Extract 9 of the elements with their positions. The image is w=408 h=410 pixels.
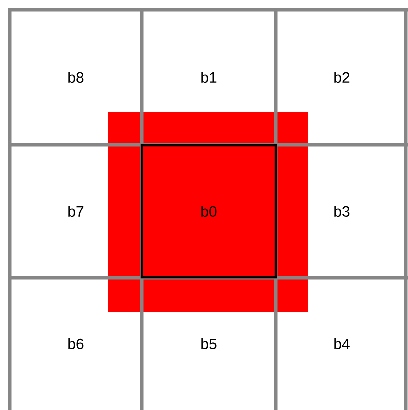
- grid-cell: b8: [68, 72, 84, 83]
- grid-cell: b2: [334, 72, 350, 83]
- grid-cell: b7: [68, 206, 84, 217]
- grid-cell: b5: [202, 338, 217, 350]
- grid-cell: b3: [334, 206, 350, 217]
- grid-cell: b1: [202, 72, 217, 83]
- grid-cell: b6: [68, 338, 84, 350]
- grid-cell: b4: [334, 338, 350, 350]
- center-cell: b0: [140, 144, 278, 279]
